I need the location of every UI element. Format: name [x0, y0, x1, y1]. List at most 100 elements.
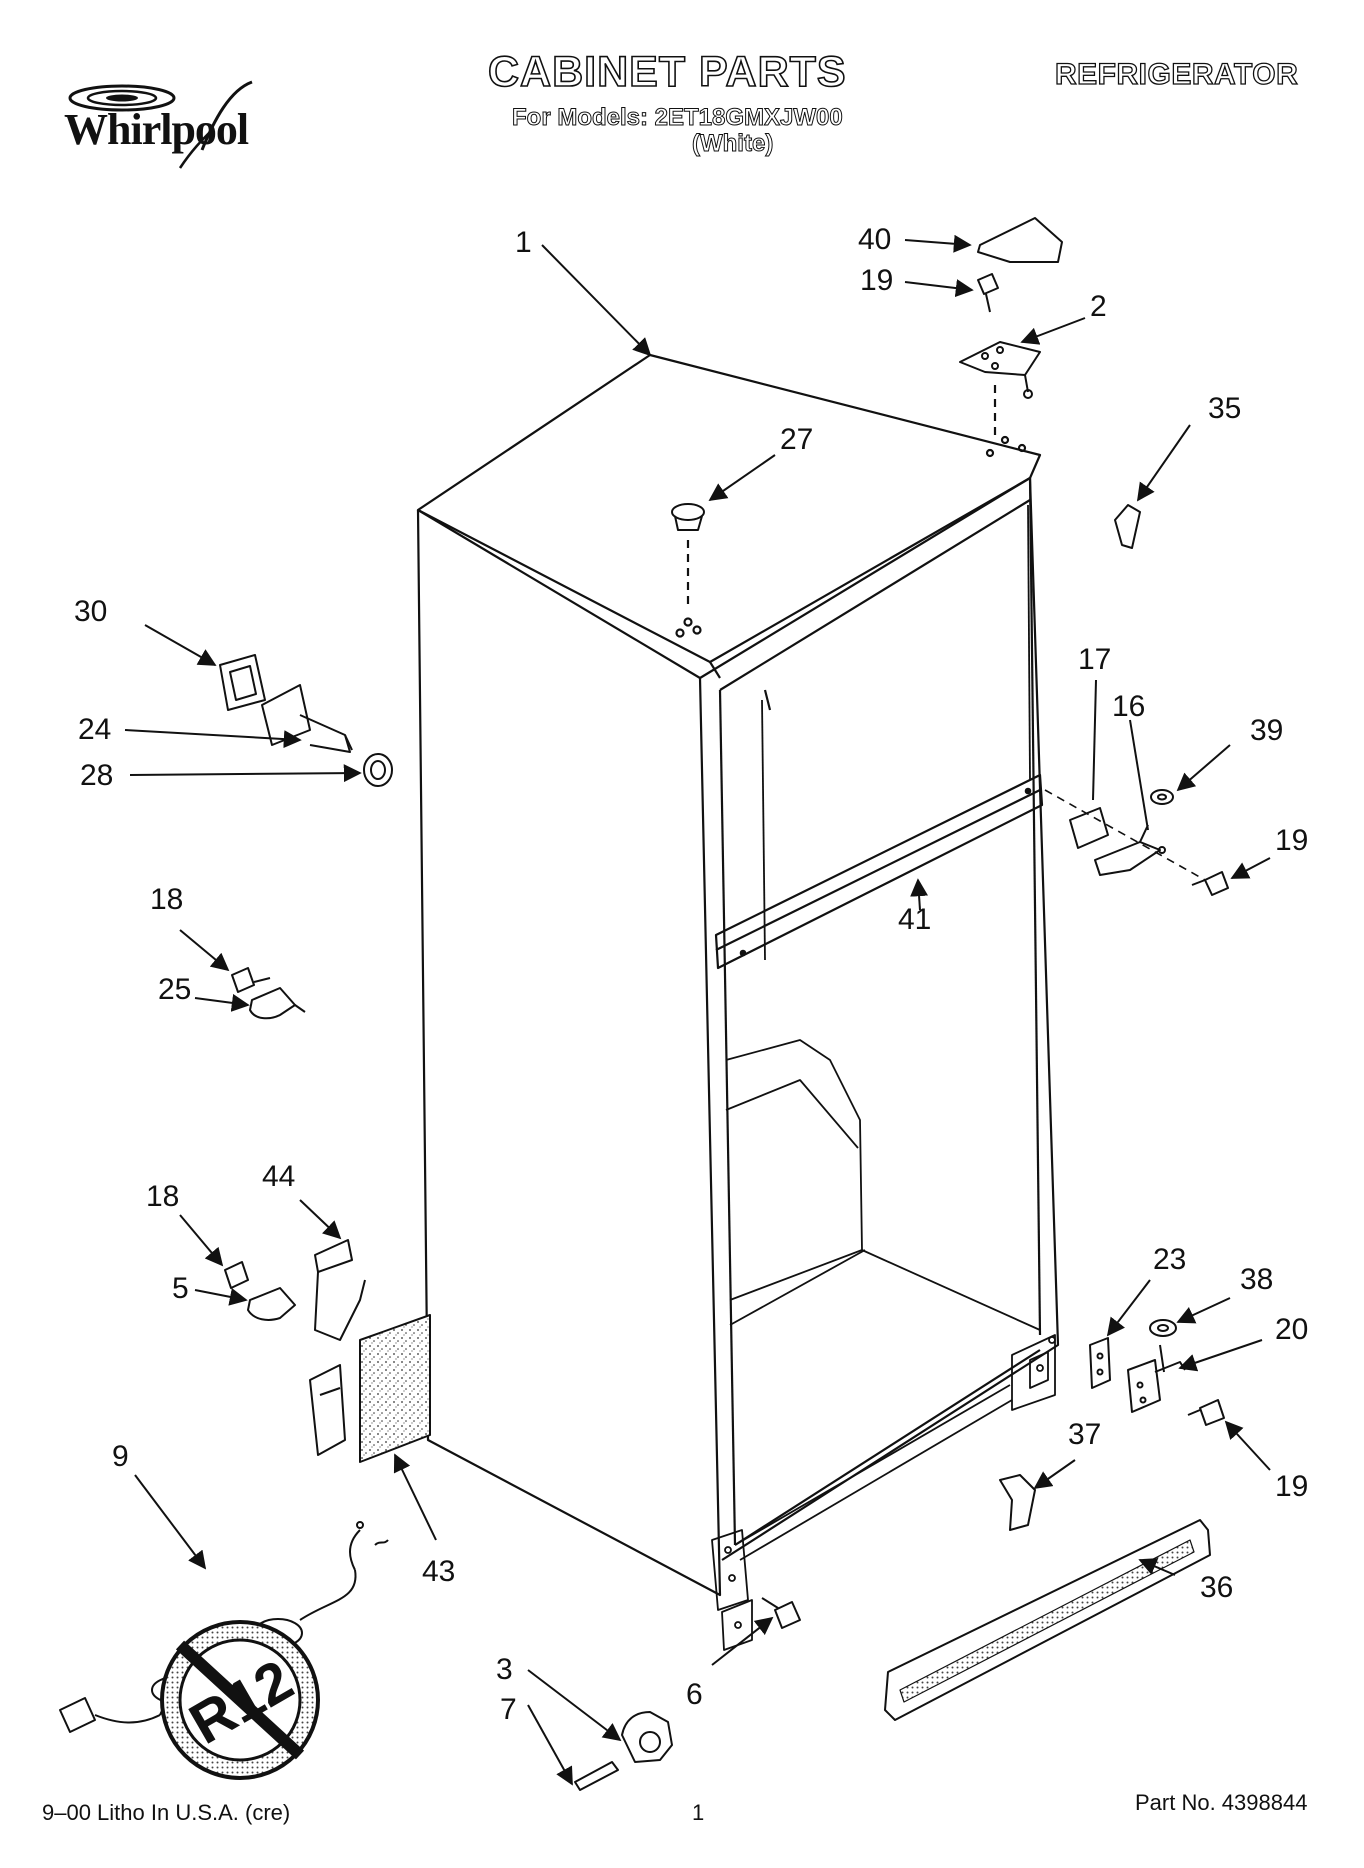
leader-40: [904, 234, 972, 253]
leader-27: [708, 454, 776, 502]
cabinet-top-face: [416, 353, 1042, 679]
leader-19-mid: [1230, 857, 1271, 879]
callout-16: 16: [1112, 690, 1146, 723]
callout-7: 7: [500, 1693, 517, 1726]
lower-hinge-screw: [1187, 1399, 1225, 1426]
center-hinge-screw: [1191, 871, 1229, 896]
leader-35: [1136, 424, 1191, 502]
leader-7: [527, 1704, 573, 1786]
callout-17: 17: [1078, 643, 1112, 676]
top-holes: [675, 540, 702, 638]
callout-2: 2: [1090, 290, 1107, 323]
page-title: CABINET PARTS: [487, 47, 847, 97]
callout-18: 18: [150, 883, 184, 916]
footer-litho: 9–00 Litho In U.S.A. (cre): [42, 1800, 291, 1825]
cord-clamp-lower: [247, 1287, 296, 1321]
no-r12-symbol: R12: [160, 1620, 320, 1780]
whirlpool-logo: [68, 80, 253, 169]
callout-19: 19: [1275, 1470, 1309, 1503]
roller-part: [621, 1711, 673, 1763]
washer-part: [1150, 789, 1174, 805]
leader-28: [129, 764, 362, 783]
callout-19: 19: [860, 264, 894, 297]
leader-19-lower: [1224, 1420, 1271, 1471]
hinge-dashed-line: [1044, 789, 1206, 881]
callout-41: 41: [898, 903, 932, 936]
plug-button-part: [671, 503, 705, 531]
callout-24: 24: [78, 713, 112, 746]
callout-44: 44: [262, 1160, 296, 1193]
leader-9: [134, 1474, 207, 1570]
leader-37: [1033, 1459, 1076, 1490]
leader-25: [194, 993, 250, 1012]
leader-24: [124, 729, 302, 749]
callout-25: 25: [158, 973, 192, 1006]
bracket-part: [309, 1239, 366, 1456]
color-line: (White): [691, 130, 774, 158]
leader-1: [541, 244, 652, 357]
leader-20: [1178, 1339, 1263, 1372]
callout-37: 37: [1068, 1418, 1102, 1451]
leader-44: [299, 1199, 342, 1240]
callout-20: 20: [1275, 1313, 1309, 1346]
gasket-part: [219, 654, 266, 711]
callout-18: 18: [146, 1180, 180, 1213]
brand-wordmark: Whirlpool: [64, 105, 249, 154]
callout-36: 36: [1200, 1571, 1234, 1604]
leader-23: [1106, 1279, 1151, 1337]
callout-23: 23: [1153, 1243, 1187, 1276]
models-line: For Models: 2ET18GMXJW00: [512, 104, 844, 132]
leader-43: [393, 1453, 437, 1541]
clamp-screw-lower: [224, 1261, 249, 1289]
leader-41: [910, 878, 929, 911]
cabinet-front-frame: [699, 476, 1060, 1561]
toe-grille-part: [884, 1519, 1211, 1721]
callout-35: 35: [1208, 392, 1242, 425]
hinge-cover-part: [977, 217, 1063, 263]
footer-page-number: 1: [692, 1800, 705, 1825]
cabinet-bottom-rail: [734, 1384, 1013, 1561]
leader-18-lower: [179, 1214, 224, 1267]
leader-3: [527, 1669, 622, 1742]
cabinet-lower-hinge-mount: [1011, 1334, 1056, 1411]
divider-mullion: [714, 773, 1044, 970]
leader-39: [1176, 744, 1231, 792]
lower-washer-part: [1149, 1319, 1177, 1337]
callout-5: 5: [172, 1272, 189, 1305]
callout-38: 38: [1240, 1263, 1274, 1296]
lower-hinge-part: [1127, 1344, 1186, 1413]
upper-hinge-part: [959, 341, 1041, 399]
callout-39: 39: [1250, 714, 1284, 747]
leader-18-upper: [179, 929, 230, 972]
top-hinge-holes: [985, 385, 1027, 458]
insulation-pad-part: [359, 1314, 431, 1463]
leader-19-top: [904, 279, 974, 298]
leader-6: [711, 1616, 774, 1666]
callout-19: 19: [1275, 824, 1309, 857]
callout-43: 43: [422, 1555, 456, 1588]
cord-clamp-upper: [249, 987, 306, 1020]
freezer-interior: [761, 504, 1031, 961]
leader-36: [1138, 1558, 1176, 1576]
callout-1: 1: [515, 226, 532, 259]
callout-27: 27: [780, 423, 814, 456]
hinge-screw-top: [977, 273, 999, 313]
leader-17: [1092, 679, 1097, 801]
leader-38: [1176, 1297, 1231, 1324]
clamp-screw-upper: [231, 967, 271, 993]
roller-pin-part: [574, 1761, 619, 1791]
valve-part: [261, 684, 353, 753]
callout-3: 3: [496, 1653, 513, 1686]
clip-part: [999, 1474, 1036, 1531]
fresh-food-interior: [725, 1039, 1041, 1331]
leader-30: [144, 624, 217, 666]
product-category: REFRIGERATOR: [1054, 57, 1299, 91]
center-hinge-part: [1069, 807, 1166, 876]
leader-16: [1129, 719, 1149, 831]
spacer-part: [1089, 1337, 1111, 1389]
leveling-screw-part: [761, 1597, 801, 1629]
callout-30: 30: [74, 595, 108, 628]
callout-28: 28: [80, 759, 114, 792]
cabinet-left-side: [416, 509, 722, 1597]
